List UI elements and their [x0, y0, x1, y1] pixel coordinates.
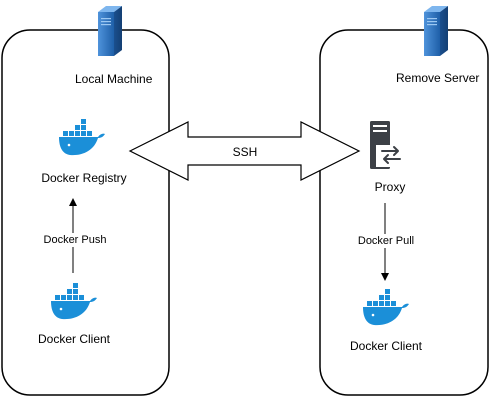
remote-server-title: Remove Server	[396, 71, 480, 85]
docker-whale-icon	[59, 119, 105, 156]
docker-registry-label: Docker Registry	[41, 171, 127, 185]
docker-whale-icon	[363, 289, 409, 326]
proxy-server-icon	[370, 121, 404, 169]
proxy-label: Proxy	[374, 180, 406, 194]
docker-client-remote-label: Docker Client	[349, 339, 423, 353]
local-machine-title: Local Machine	[75, 72, 153, 86]
docker-push-arrowhead	[69, 198, 77, 206]
server-icon	[424, 6, 448, 56]
remote-server-panel	[319, 29, 489, 396]
ssh-label: SSH	[232, 145, 258, 159]
ssh-double-arrow	[128, 121, 361, 181]
docker-whale-icon	[51, 283, 97, 320]
server-icon	[98, 6, 122, 56]
docker-pull-label: Docker Pull	[356, 234, 416, 248]
docker-push-label: Docker Push	[42, 233, 108, 247]
docker-client-local-label: Docker Client	[37, 332, 111, 346]
docker-pull-arrowhead	[381, 273, 389, 281]
local-machine-panel	[1, 29, 170, 396]
